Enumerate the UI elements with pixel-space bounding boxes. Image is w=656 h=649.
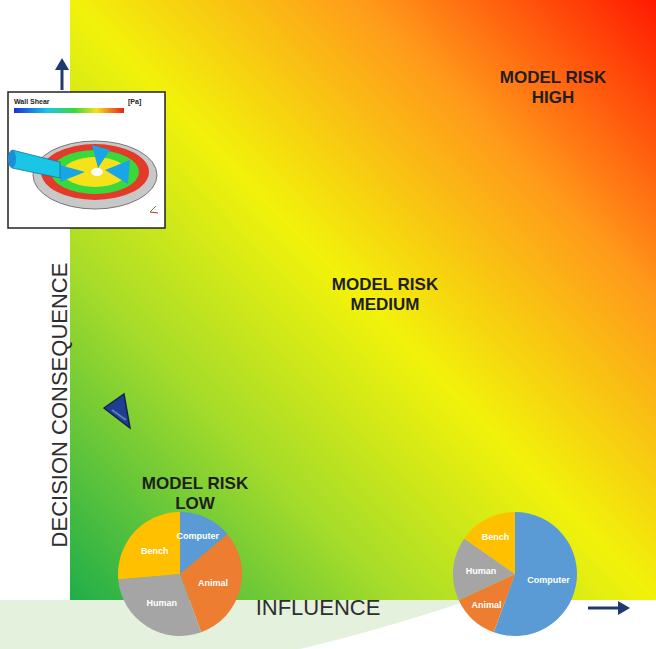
pie-chart: ComputerAnimalHuman Bench	[118, 512, 242, 636]
cfd-thumbnail	[8, 92, 165, 228]
pie-slice	[464, 512, 515, 574]
pie-shape	[118, 512, 242, 636]
slice-label: Animal	[472, 600, 502, 610]
risk-gradient	[70, 0, 656, 600]
slice-label: Computer	[527, 575, 570, 585]
triangle-icon	[104, 394, 130, 428]
axis-title: DECISION CONSEQUENCE	[47, 263, 73, 548]
faint-backdrop	[0, 600, 470, 649]
slice-label: Animal	[198, 578, 228, 588]
slice-label: Human	[146, 598, 177, 608]
risk-level-label: MODEL RISK MEDIUM	[310, 275, 460, 316]
slice-label: Bench	[141, 546, 169, 556]
pie-slice	[118, 512, 180, 579]
slice-label: Computer	[177, 531, 220, 541]
slice-label: Bench	[482, 532, 510, 542]
vertical-axis-arrow	[55, 58, 69, 90]
colorbar-title: Wall Shear	[14, 98, 50, 106]
risk-level-label: MODEL RISK LOW	[125, 474, 265, 515]
slice-label: Human	[466, 566, 497, 576]
pie-chart: ComputerAnimal Human Bench	[453, 512, 577, 636]
risk-level-label: MODEL RISK HIGH	[483, 68, 623, 109]
colorbar-unit: [Pa]	[128, 98, 141, 106]
axis-title: INFLUENCE	[256, 595, 381, 621]
pie-slice	[118, 574, 201, 636]
horizontal-axis-arrow	[588, 601, 630, 615]
